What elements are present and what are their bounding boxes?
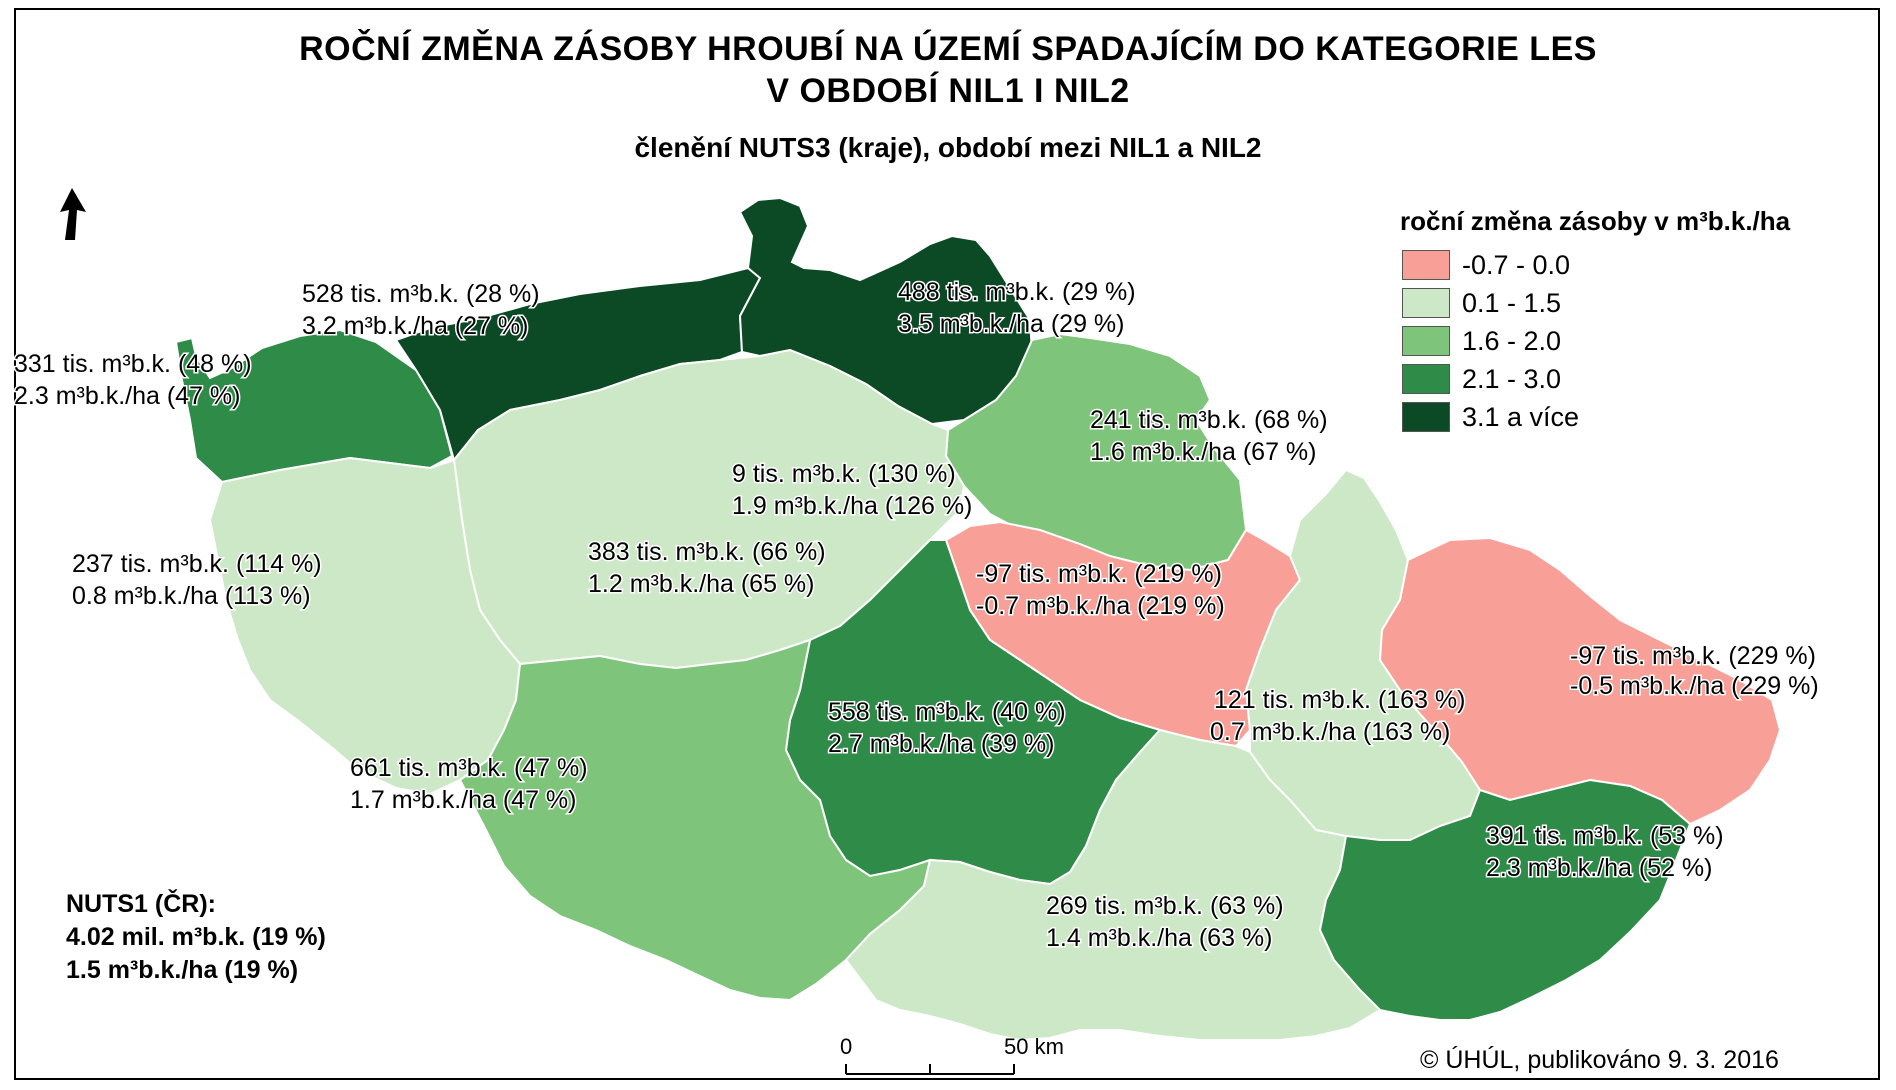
label-praha-line1: 9 tis. m³b.k. (130 %) — [732, 460, 956, 488]
legend-swatch — [1402, 402, 1450, 432]
label-vysocina-line1: 558 tis. m³b.k. (40 %) — [828, 698, 1066, 726]
legend-label: 1.6 - 2.0 — [1462, 325, 1562, 356]
nuts1-summary: NUTS1 (ČR): 4.02 mil. m³b.k. (19 %) 1.5 … — [66, 888, 326, 987]
region-liberecky[interactable] — [738, 196, 1034, 426]
legend-swatch — [1402, 250, 1450, 280]
label-karlovarsky-line1: 331 tis. m³b.k. (48 %) — [14, 350, 252, 378]
label-olomoucky-line2: 0.7 m³b.k./ha (163 %) — [1210, 718, 1450, 746]
legend-item: 2.1 - 3.0 — [1402, 364, 1561, 394]
label-olomoucky-line1: 121 tis. m³b.k. (163 %) — [1214, 686, 1465, 714]
label-moravskoslezsky-line2: -0.5 m³b.k./ha (229 %) — [1570, 672, 1819, 700]
scale-start-label: 0 — [840, 1034, 852, 1059]
label-jihomoravsky-line1: 269 tis. m³b.k. (63 %) — [1046, 892, 1284, 920]
scale-bar: 0 50 km — [840, 1034, 1064, 1075]
label-liberecky-line1: 488 tis. m³b.k. (29 %) — [898, 278, 1136, 306]
label-karlovarsky-line2: 2.3 m³b.k./ha (47 %) — [14, 382, 240, 410]
credit-text: © ÚHÚL, publikováno 9. 3. 2016 — [1420, 1046, 1779, 1074]
label-jihocesky-line2: 1.7 m³b.k./ha (47 %) — [350, 786, 576, 814]
legend-label: 3.1 a více — [1462, 401, 1580, 432]
map-subtitle: členění NUTS3 (kraje), období mezi NIL1 … — [634, 132, 1262, 163]
region-labels: 331 tis. m³b.k. (48 %) 2.3 m³b.k./ha (47… — [13, 277, 1821, 954]
label-jihomoravsky-line2: 1.4 m³b.k./ha (63 %) — [1046, 924, 1272, 952]
nuts1-per-ha: 1.5 m³b.k./ha (19 %) — [66, 956, 299, 984]
map-title-line2: V OBDOBÍ NIL1 I NIL2 — [766, 72, 1130, 110]
region-moravskoslezsky[interactable] — [1378, 536, 1782, 826]
legend-item: 1.6 - 2.0 — [1402, 326, 1561, 356]
legend-label: 0.1 - 1.5 — [1462, 287, 1562, 318]
legend-item: 0.1 - 1.5 — [1402, 288, 1561, 318]
map-title-line1: ROČNÍ ZMĚNA ZÁSOBY HROUBÍ NA ÚZEMÍ SPADA… — [299, 30, 1597, 68]
label-kralovehradecky-line2: 1.6 m³b.k./ha (67 %) — [1090, 438, 1316, 466]
label-zlinsky-line2: 2.3 m³b.k./ha (52 %) — [1486, 854, 1712, 882]
label-ustecky-line2: 3.2 m³b.k./ha (27 %) — [302, 312, 528, 340]
label-stredocesky-line2: 1.2 m³b.k./ha (65 %) — [588, 570, 814, 598]
label-ustecky-line1: 528 tis. m³b.k. (28 %) — [302, 280, 540, 308]
label-plzensky-line2: 0.8 m³b.k./ha (113 %) — [72, 582, 311, 610]
nuts1-volume: 4.02 mil. m³b.k. (19 %) — [66, 923, 326, 951]
legend-item: 3.1 a více — [1402, 402, 1579, 432]
legend-swatch — [1402, 288, 1450, 318]
legend-swatch — [1402, 326, 1450, 356]
label-praha-line2: 1.9 m³b.k./ha (126 %) — [732, 492, 972, 520]
region-zlinsky[interactable] — [1318, 778, 1692, 1021]
label-moravskoslezsky-line1: -97 tis. m³b.k. (229 %) — [1570, 642, 1816, 670]
legend-swatch — [1402, 364, 1450, 394]
legend-title: roční změna zásoby v m³b.k./ha — [1400, 206, 1791, 236]
north-arrow-icon — [60, 188, 86, 240]
label-pardubicky-line1: -97 tis. m³b.k. (219 %) — [976, 560, 1222, 588]
legend-item: -0.7 - 0.0 — [1402, 250, 1570, 280]
legend-label: -0.7 - 0.0 — [1462, 249, 1571, 280]
label-kralovehradecky-line1: 241 tis. m³b.k. (68 %) — [1090, 406, 1328, 434]
label-zlinsky-line1: 391 tis. m³b.k. (53 %) — [1486, 822, 1724, 850]
label-vysocina-line2: 2.7 m³b.k./ha (39 %) — [828, 730, 1054, 758]
label-plzensky-line1: 237 tis. m³b.k. (114 %) — [72, 550, 322, 578]
label-stredocesky-line1: 383 tis. m³b.k. (66 %) — [588, 538, 826, 566]
label-jihocesky-line1: 661 tis. m³b.k. (47 %) — [350, 754, 588, 782]
label-pardubicky-line2: -0.7 m³b.k./ha (219 %) — [976, 592, 1225, 620]
label-liberecky-line2: 3.5 m³b.k./ha (29 %) — [898, 310, 1124, 338]
scale-end-label: 50 km — [1004, 1034, 1064, 1059]
legend-label: 2.1 - 3.0 — [1462, 363, 1562, 394]
nuts1-heading: NUTS1 (ČR): — [66, 890, 216, 918]
map-frame — [14, 8, 1880, 1080]
